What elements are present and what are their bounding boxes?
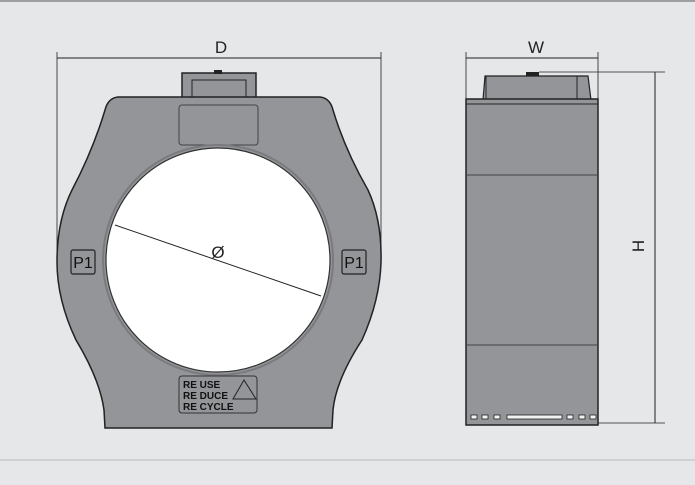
top-tab bbox=[181, 72, 257, 100]
diameter-label: Ø bbox=[211, 243, 224, 262]
tab-notch bbox=[214, 70, 222, 74]
h-label: H bbox=[629, 240, 648, 252]
d-label: D bbox=[215, 38, 227, 57]
recycle-line-2: RE DUCE bbox=[183, 391, 228, 402]
side-body bbox=[465, 98, 599, 426]
cap-notch bbox=[526, 72, 539, 76]
terminal-right-label: P1 bbox=[344, 255, 364, 272]
recycle-line-3: RE CYCLE bbox=[183, 402, 234, 413]
aperture-rim bbox=[102, 144, 334, 376]
recycle-box bbox=[178, 375, 258, 414]
side-top-cap bbox=[482, 75, 592, 101]
recycle-icon bbox=[232, 379, 257, 400]
terminal-left-label: P1 bbox=[73, 255, 93, 272]
side-view: W H bbox=[465, 38, 665, 426]
w-label: W bbox=[528, 38, 544, 57]
p1-left-box bbox=[70, 249, 96, 275]
label-window bbox=[178, 104, 259, 146]
p1-right-box bbox=[341, 249, 367, 275]
recycle-line-1: RE USE bbox=[183, 380, 221, 391]
vent-slots bbox=[470, 414, 597, 420]
front-view: Ø P1 P1 RE USE RE DUCE RE CYCLE D bbox=[56, 38, 382, 429]
diameter-line bbox=[114, 224, 322, 297]
